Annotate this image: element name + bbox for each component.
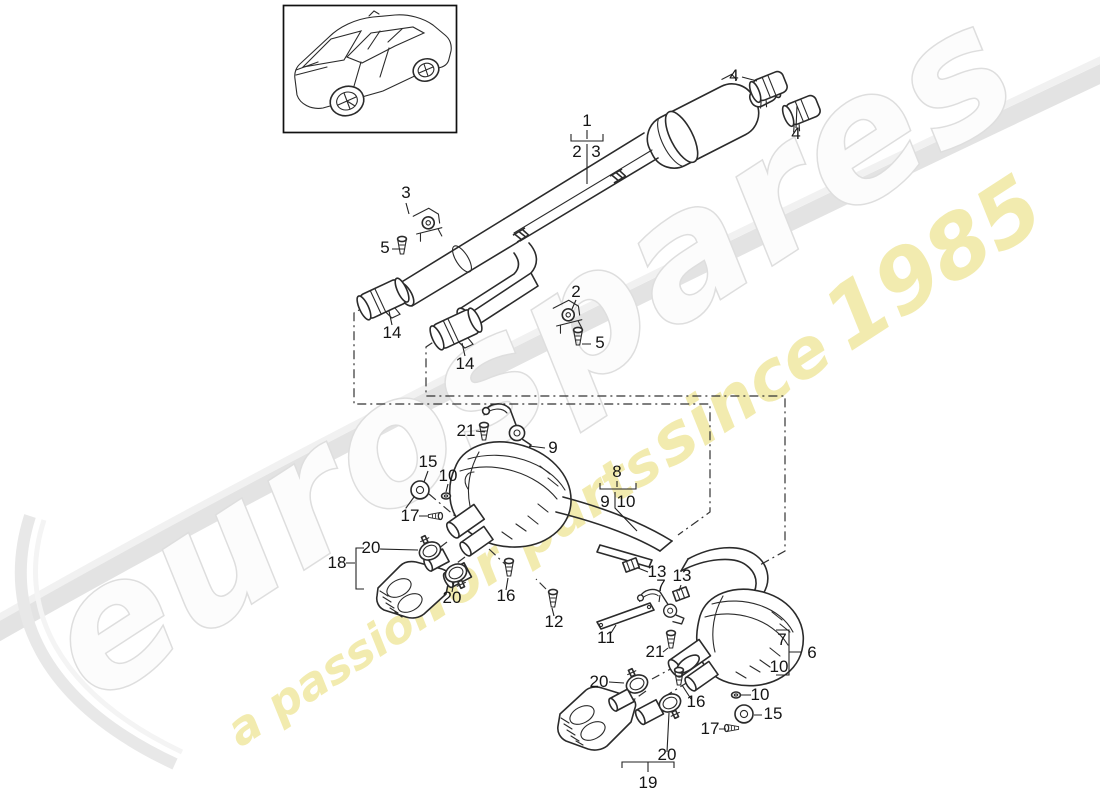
bolt-17b — [723, 723, 740, 733]
callouts: 1 2 3 4 4 3 5 14 14 2 5 21 9 15 10 17 8 … — [328, 66, 817, 792]
callout-2: 2 — [572, 142, 581, 161]
callout-5b: 5 — [595, 333, 604, 352]
mount-15a — [410, 480, 430, 500]
nut-10a — [440, 492, 452, 500]
clamp-20d — [655, 689, 688, 723]
callout-11: 11 — [597, 628, 615, 647]
vehicle-thumbnail — [282, 4, 458, 134]
callout-7b: 7 — [777, 630, 786, 649]
callout-21b: 21 — [646, 642, 665, 661]
callout-3b: 3 — [401, 183, 410, 202]
callout-15a: 15 — [419, 452, 438, 471]
bolt-5b — [572, 326, 584, 346]
callout-16b: 16 — [687, 692, 706, 711]
callout-13a: 13 — [648, 562, 667, 581]
clamp-4a — [748, 70, 788, 109]
bracket-strap-a — [596, 544, 653, 568]
callout-20b: 20 — [443, 588, 462, 607]
callout-17b: 17 — [701, 719, 720, 738]
clip-13a — [621, 557, 641, 573]
callout-10c: 10 — [770, 657, 789, 676]
hanger-bracket-3 — [410, 205, 445, 243]
clamp-14b — [426, 305, 489, 360]
leader-lines — [346, 76, 802, 772]
rear-silencer-right-assembly — [596, 546, 804, 733]
bolt-12 — [547, 588, 559, 608]
callout-20c: 20 — [590, 672, 609, 691]
callout-17a: 17 — [401, 506, 420, 525]
callout-20a: 20 — [362, 538, 381, 557]
clip-13b — [671, 586, 691, 602]
callout-14a: 14 — [383, 323, 402, 342]
callout-16a: 16 — [497, 586, 516, 605]
bolt-17a — [427, 511, 444, 521]
bolt-16a — [503, 557, 515, 577]
callout-9a: 9 — [548, 438, 557, 457]
callout-4a: 4 — [729, 66, 738, 85]
callout-2b: 2 — [571, 282, 580, 301]
callout-10a: 10 — [439, 466, 458, 485]
callout-13b: 13 — [673, 566, 692, 585]
callout-10b: 10 — [617, 492, 636, 511]
callout-19: 19 — [639, 773, 658, 792]
callout-3: 3 — [591, 142, 600, 161]
callout-12: 12 — [545, 612, 564, 631]
callout-10d: 10 — [751, 685, 770, 704]
callout-5a: 5 — [380, 238, 389, 257]
callout-8: 8 — [612, 462, 621, 481]
callout-18: 18 — [328, 553, 347, 572]
bolt-16b — [673, 666, 685, 686]
callout-15b: 15 — [764, 704, 783, 723]
vehicle-sketch — [294, 10, 452, 117]
callout-6: 6 — [807, 643, 816, 662]
nut-10c — [730, 691, 742, 699]
front-silencer-assembly — [353, 70, 821, 360]
callout-20d: 20 — [658, 745, 677, 764]
mount-15b — [734, 704, 754, 724]
bolt-5a — [396, 235, 408, 255]
callout-9b: 9 — [600, 492, 609, 511]
strap-11 — [596, 602, 655, 630]
bolt-21b — [665, 629, 677, 649]
swoosh-curves — [0, 56, 1100, 770]
tailpipe-left-assembly — [375, 531, 559, 619]
callout-14b: 14 — [456, 354, 475, 373]
rear-silencer-left-assembly — [405, 403, 673, 573]
tailpipe-bottom-assembly — [557, 664, 688, 751]
clamp-4b — [781, 94, 821, 133]
callout-21a: 21 — [457, 421, 476, 440]
tailpipe-left — [375, 560, 451, 619]
clamp-14a — [353, 275, 416, 330]
callout-4b: 4 — [791, 124, 800, 143]
callout-1: 1 — [582, 111, 591, 130]
callout-7a: 7 — [656, 576, 665, 595]
